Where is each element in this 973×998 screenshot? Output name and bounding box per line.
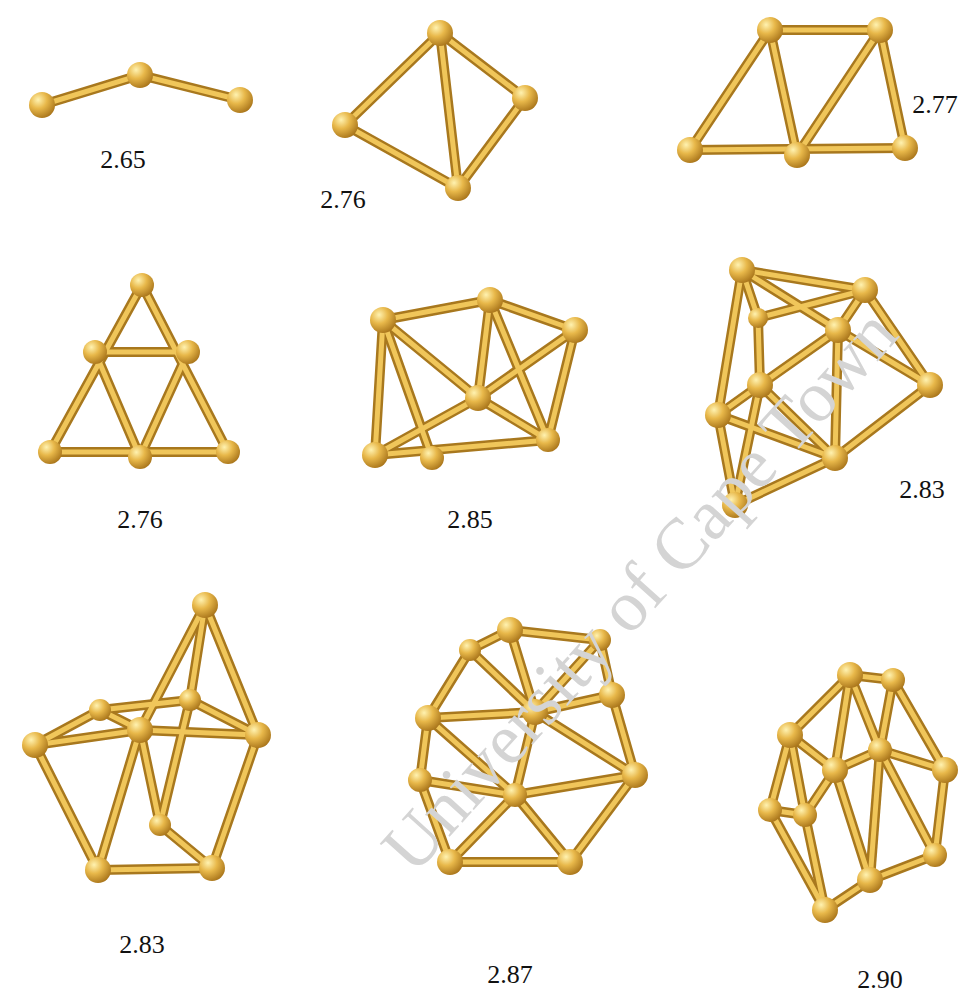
gold-atoms [22, 17, 958, 923]
bond-length-label: 2.77 [912, 90, 958, 120]
bond-length-label: 2.90 [857, 965, 903, 995]
bond-length-label: 2.83 [899, 475, 945, 505]
bond-length-label: 2.85 [447, 505, 493, 535]
bond-length-label: 2.76 [320, 185, 366, 215]
bond-length-label: 2.87 [487, 960, 533, 990]
bond-outline [35, 30, 945, 910]
bond-highlight [35, 30, 945, 910]
bond-length-label: 2.76 [117, 505, 163, 535]
watermark: University of Cape Town [366, 292, 914, 888]
bond-length-label: 2.65 [100, 145, 146, 175]
bond-length-label: 2.83 [119, 930, 165, 960]
